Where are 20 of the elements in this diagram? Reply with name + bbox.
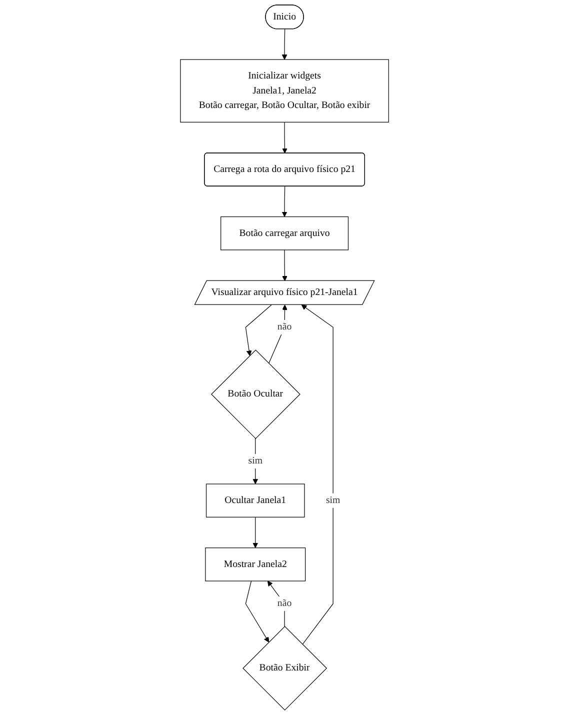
node-box: Botão carregar arquivo	[221, 216, 349, 250]
arrow	[302, 304, 334, 645]
node-diamond: Botão Ocultar	[211, 350, 301, 439]
arrow	[253, 438, 259, 484]
node-box: Ocultar Janela1	[206, 484, 306, 518]
arrow	[282, 122, 288, 154]
arrow	[253, 516, 259, 548]
arrow	[282, 186, 288, 217]
edge-label: não	[278, 598, 292, 609]
node-box: Inicializar widgets Janela1, Janela2 Botão carregar, Botão Ocultar, Botão exibir	[180, 59, 390, 122]
node-box: Mostrar Janela2	[206, 548, 306, 582]
edge-label: sim	[248, 456, 263, 466]
edge-label: sim	[326, 495, 341, 506]
arrow	[282, 250, 288, 282]
node-diamond: Botão Exibir	[243, 626, 328, 711]
arrow	[246, 304, 272, 356]
arrow	[246, 580, 270, 642]
arrow	[282, 28, 288, 60]
edge-label: não	[278, 322, 292, 332]
arrow	[268, 304, 288, 364]
